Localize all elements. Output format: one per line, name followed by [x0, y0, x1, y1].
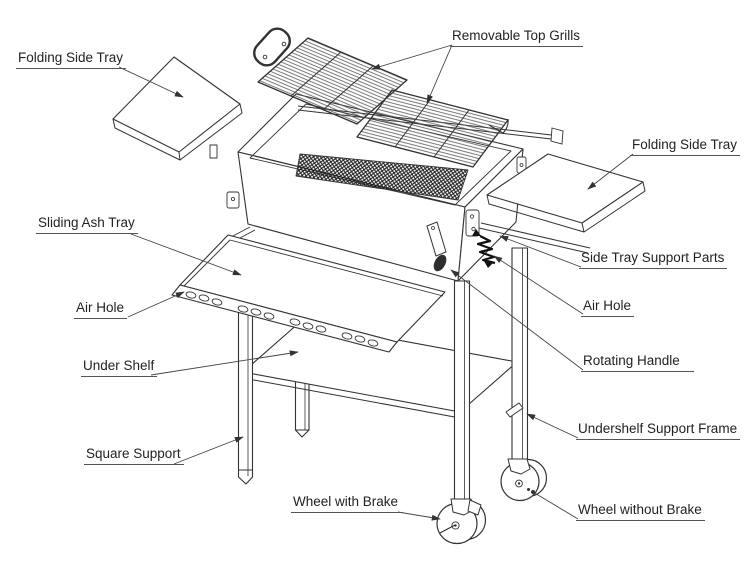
- label-air-hole-left: Air Hole: [74, 300, 128, 319]
- label-undershelf-support-frame: Undershelf Support Frame: [576, 421, 741, 440]
- front-legs-drawing: [237, 247, 529, 501]
- label-removable-top-grills: Removable Top Grills: [450, 28, 584, 47]
- label-sliding-ash-tray: Sliding Ash Tray: [36, 215, 138, 234]
- spring-drawing: [472, 229, 496, 268]
- right-side-tray-drawing: [478, 153, 646, 254]
- label-air-hole-right: Air Hole: [581, 298, 635, 317]
- ash-tray-drawing: [171, 234, 446, 353]
- top-grills-drawing: [257, 37, 509, 168]
- label-rotating-handle: Rotating Handle: [581, 353, 694, 372]
- label-under-shelf: Under Shelf: [81, 358, 158, 377]
- label-folding-side-tray-left: Folding Side Tray: [16, 50, 127, 69]
- label-wheel-without-brake: Wheel without Brake: [576, 502, 705, 521]
- label-wheel-with-brake: Wheel with Brake: [291, 494, 404, 513]
- leader-lines: [118, 44, 634, 521]
- label-folding-side-tray-right: Folding Side Tray: [630, 137, 741, 156]
- grill-handle-drawing: [253, 27, 291, 67]
- left-side-tray-drawing: [112, 56, 243, 161]
- rotating-handle-drawing: [426, 221, 447, 272]
- label-side-tray-support-parts: Side Tray Support Parts: [579, 250, 728, 269]
- air-holes-drawing: [185, 291, 379, 347]
- wheels-drawing: [436, 458, 548, 545]
- label-square-support: Square Support: [84, 446, 184, 465]
